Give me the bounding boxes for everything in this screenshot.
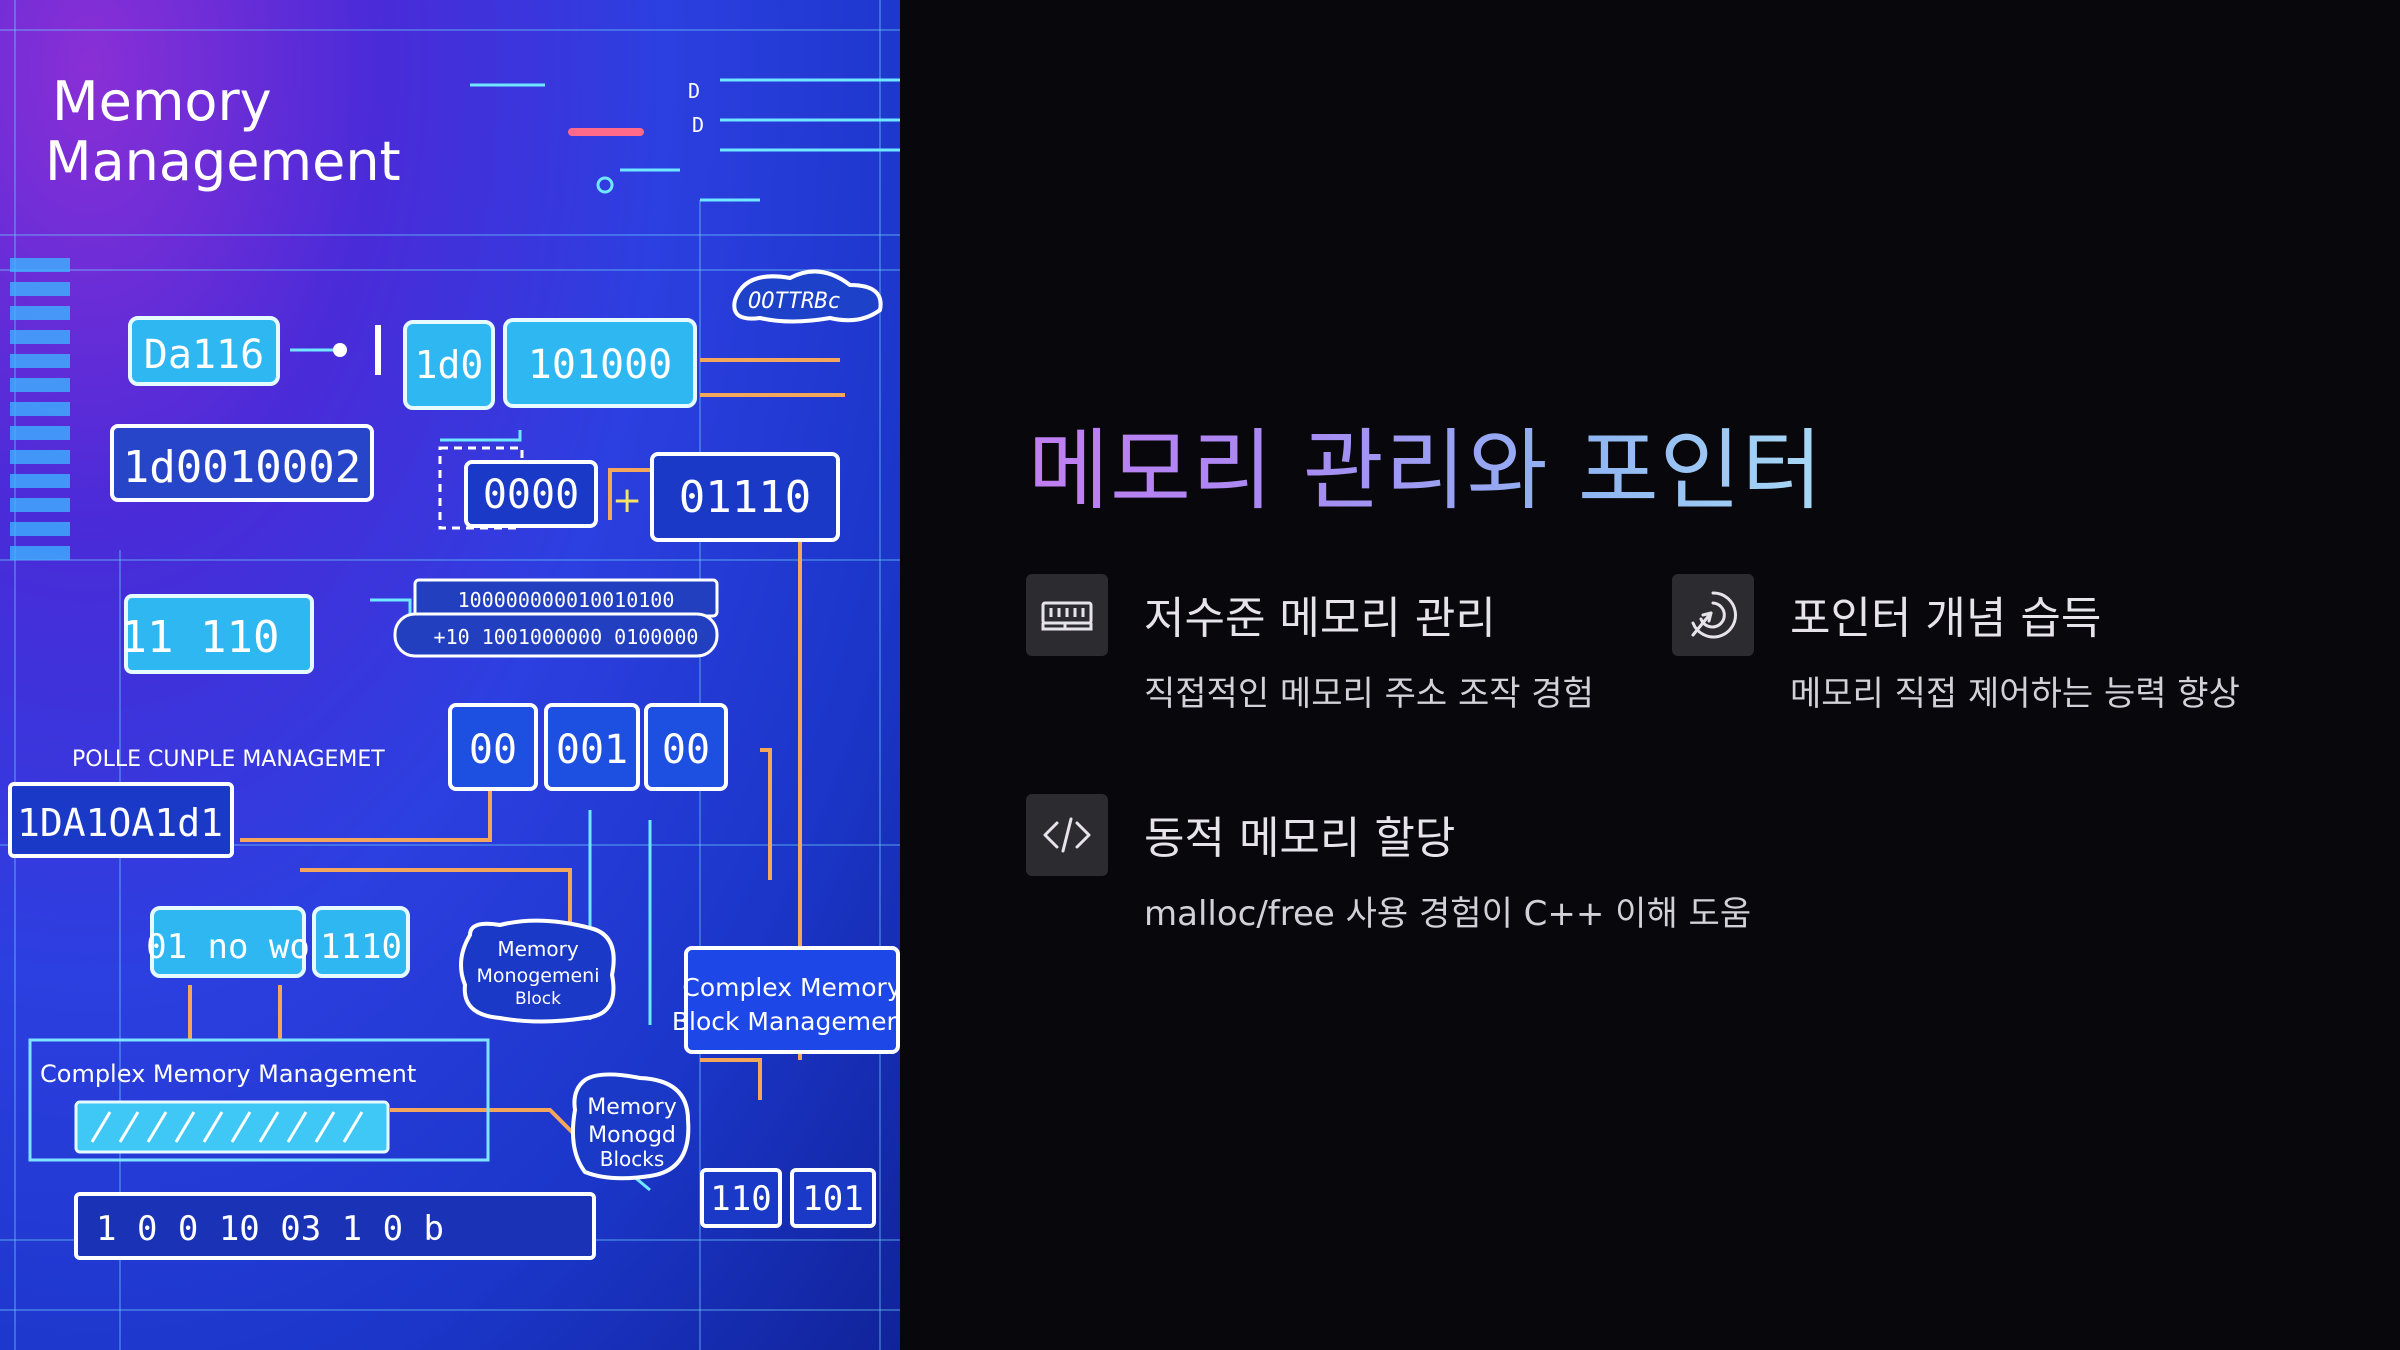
box-1d0010002: 1d0010002 — [110, 424, 374, 502]
slide-title: 메모리 관리와 포인터 — [1028, 400, 1824, 527]
complex-memory-box: Complex Memory Block Management — [672, 946, 900, 1054]
svg-text:1DA1OA1d1: 1DA1OA1d1 — [17, 801, 223, 845]
svg-text:Memory: Memory — [497, 937, 579, 961]
box-1da10a1d1: 1DA1OA1d1 — [8, 782, 234, 858]
feature-description: malloc/free 사용 경험이 C++ 이해 도움 — [1144, 894, 1752, 934]
svg-text:Blocks: Blocks — [600, 1147, 665, 1171]
polle-label: POLLE CUNPLE MANAGEMET — [72, 747, 385, 772]
complex-memory-panel: Complex Memory Management — [28, 1038, 490, 1162]
box-11110: 11 110 — [121, 594, 314, 674]
memory-management-illustration: Memory Management D D OOTTRBc Da116 1d0 … — [0, 0, 900, 1350]
svg-text:01 no wo: 01 no wo — [146, 927, 310, 967]
binary-strip: 100000000010010100 +10 1001000000 010000… — [393, 578, 719, 658]
box-0000: 0000 — [464, 460, 598, 528]
cmm-label: Complex Memory Management — [40, 1060, 416, 1088]
tag-d2: D — [692, 113, 704, 137]
box-101000: 101000 — [503, 318, 697, 408]
svg-text:01110: 01110 — [679, 472, 811, 523]
box-001: 001 — [544, 703, 640, 791]
box-101: 101 — [790, 1168, 876, 1228]
red-indicator — [568, 128, 644, 136]
feature-description: 메모리 직접 제어하는 능력 향상 — [1790, 674, 2240, 714]
svg-text:101000: 101000 — [528, 342, 673, 388]
box-1d0: 1d0 — [403, 320, 495, 410]
tag-d1: D — [688, 79, 700, 103]
illustration-heading-line2: Management — [45, 130, 401, 193]
svg-text:11 110: 11 110 — [121, 612, 280, 663]
box-110: 110 — [700, 1168, 782, 1228]
svg-text:Block Management: Block Management — [672, 1007, 900, 1036]
svg-text:0000: 0000 — [483, 472, 579, 518]
illustration-heading-line1: Memory — [52, 70, 272, 133]
svg-text:Monogemeni: Monogemeni — [477, 965, 600, 987]
box-da116: Da116 — [128, 316, 280, 386]
node-dot — [333, 343, 347, 357]
svg-text:110: 110 — [710, 1179, 771, 1219]
box-01110: 01110 — [650, 452, 840, 542]
svg-text:Complex Memory: Complex Memory — [682, 973, 900, 1002]
feature-title: 동적 메모리 할당 — [1144, 813, 1456, 864]
svg-text:Da116: Da116 — [144, 332, 264, 378]
box-1110: 1110 — [312, 906, 410, 978]
memory-block-bubble: Memory Monogemeni Block — [459, 918, 616, 1024]
box-00-b: 00 — [644, 703, 728, 791]
cloud-tag: OOTTRBc — [732, 269, 883, 324]
box-00-a: 00 — [448, 703, 538, 791]
plus-icon: + — [612, 480, 642, 521]
svg-text:00: 00 — [662, 727, 710, 773]
svg-text:101: 101 — [802, 1179, 863, 1219]
slide-content: 메모리 관리와 포인터 저수준 메모리 관리 직접적인 메모리 주소 조작 경험 — [900, 0, 2400, 1350]
box-01nowo: 01 no wo — [146, 906, 310, 978]
svg-text:1110: 1110 — [320, 927, 402, 967]
svg-text:001: 001 — [556, 727, 628, 773]
feature-title: 저수준 메모리 관리 — [1144, 593, 1496, 644]
code-brackets-icon — [1026, 794, 1108, 876]
svg-text:1d0: 1d0 — [415, 343, 484, 387]
svg-text:00: 00 — [469, 727, 517, 773]
svg-text:Block: Block — [515, 989, 561, 1009]
bottom-binary-strip: 1 0 0 10 03 1 0 b — [74, 1192, 596, 1260]
svg-text:Memory: Memory — [587, 1095, 676, 1120]
memory-chip-icon — [1026, 574, 1108, 656]
pointer-target-icon — [1672, 574, 1754, 656]
memory-blocks-bubble: Memory Monogd Blocks — [571, 1072, 691, 1181]
cloud-tag-text: OOTTRBc — [748, 289, 841, 314]
svg-text:1 0 0 10 03 1 0 b: 1 0 0 10 03 1 0 b — [96, 1209, 444, 1249]
svg-text:100000000010010100: 100000000010010100 — [458, 588, 675, 612]
node-dot — [596, 176, 614, 194]
svg-text:+10 1001000000 0100000: +10 1001000000 0100000 — [434, 625, 699, 649]
feature-title: 포인터 개념 습득 — [1790, 593, 2102, 644]
svg-text:Monogd: Monogd — [588, 1123, 676, 1148]
svg-text:1d0010002: 1d0010002 — [123, 442, 361, 493]
illustration-svg: Memory Management D D OOTTRBc Da116 1d0 … — [0, 0, 900, 1350]
signal-bars — [10, 258, 70, 560]
feature-description: 직접적인 메모리 주소 조작 경험 — [1144, 674, 1594, 714]
